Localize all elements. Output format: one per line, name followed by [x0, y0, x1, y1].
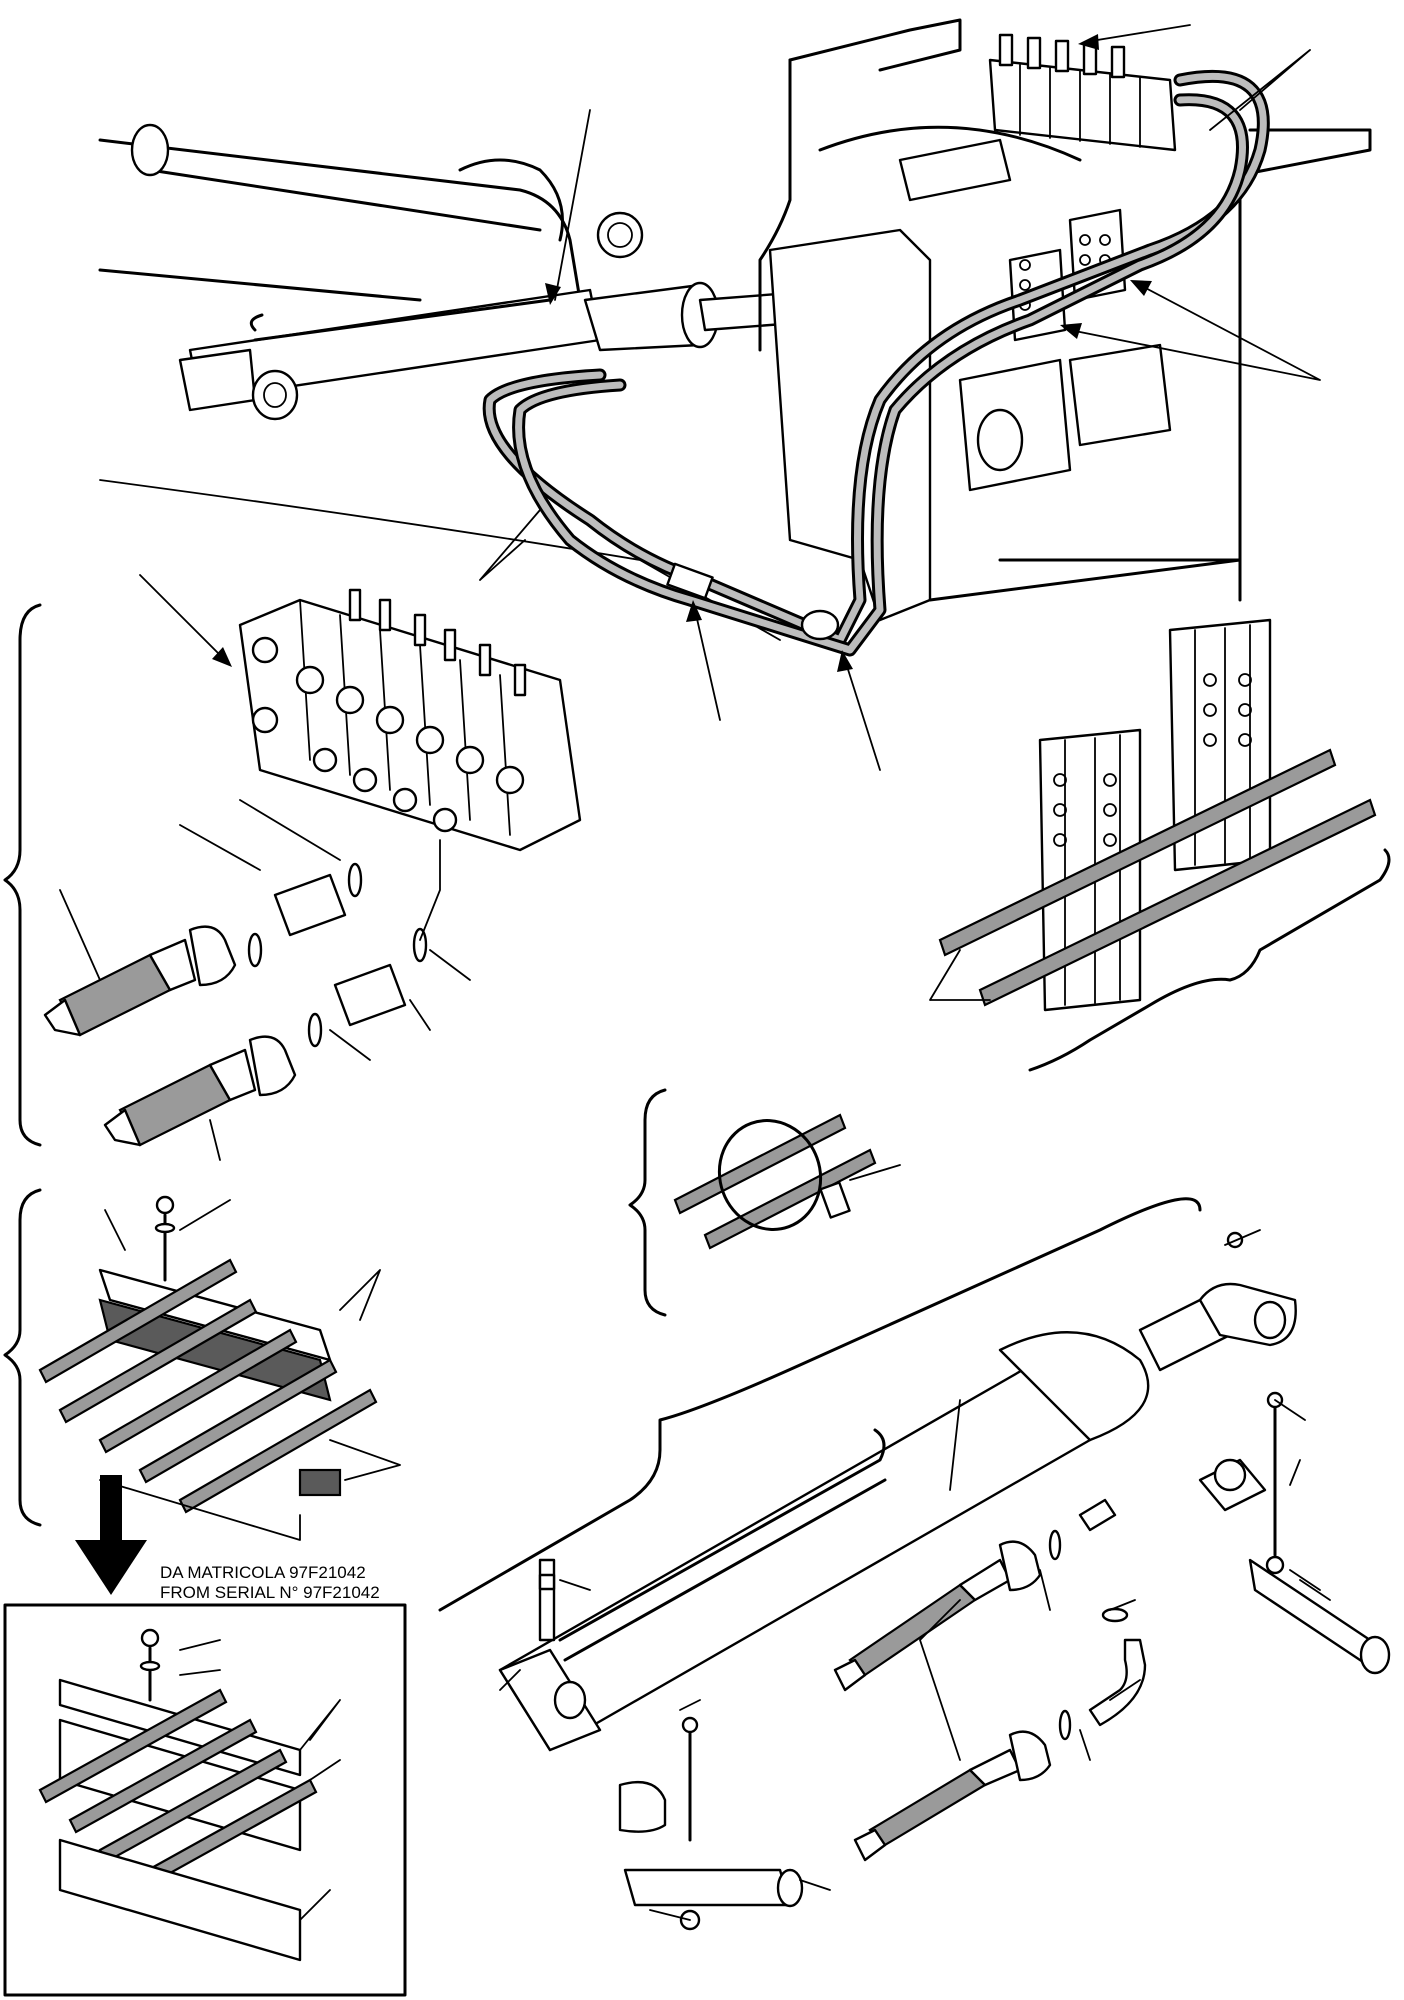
hose-fitting-lower	[103, 839, 471, 1161]
top-assembly	[98, 18, 1372, 771]
loader-frame	[758, 18, 1372, 622]
hose-clamp-plates	[929, 618, 1391, 1072]
down-arrow-icon	[75, 1475, 147, 1595]
rack-bolt	[154, 1195, 176, 1282]
serial-note-line1: DA MATRICOLA 97F21042	[160, 1563, 366, 1582]
strap-detail	[628, 1088, 901, 1317]
lower-hoses	[833, 1498, 1147, 1862]
new-rack-hoses	[38, 1688, 318, 1894]
group-brace-1	[3, 603, 42, 1147]
hose-fitting-upper	[43, 799, 363, 1037]
serial-note-line2: FROM SERIAL N° 97F21042	[160, 1583, 380, 1602]
lower-fittings	[538, 1231, 1391, 1931]
leader-lines-bottom	[499, 1229, 1331, 1921]
boom-cylinder	[178, 281, 837, 421]
lower-cylinder-assembly	[438, 1197, 1391, 1931]
hose-rack-new	[3, 1603, 407, 1997]
serial-note: DA MATRICOLA 97F21042 FROM SERIAL N° 97F…	[160, 1563, 380, 1602]
lower-boom-cylinder	[498, 1282, 1297, 1752]
valve-bank-group	[3, 574, 582, 1161]
hose-rack-old	[3, 1188, 401, 1541]
main-hoses	[482, 69, 1270, 657]
rack-hoses	[38, 1258, 378, 1514]
valve-bank	[139, 574, 582, 852]
top-control-valve	[988, 33, 1177, 152]
leader-lines-top	[479, 24, 1321, 771]
